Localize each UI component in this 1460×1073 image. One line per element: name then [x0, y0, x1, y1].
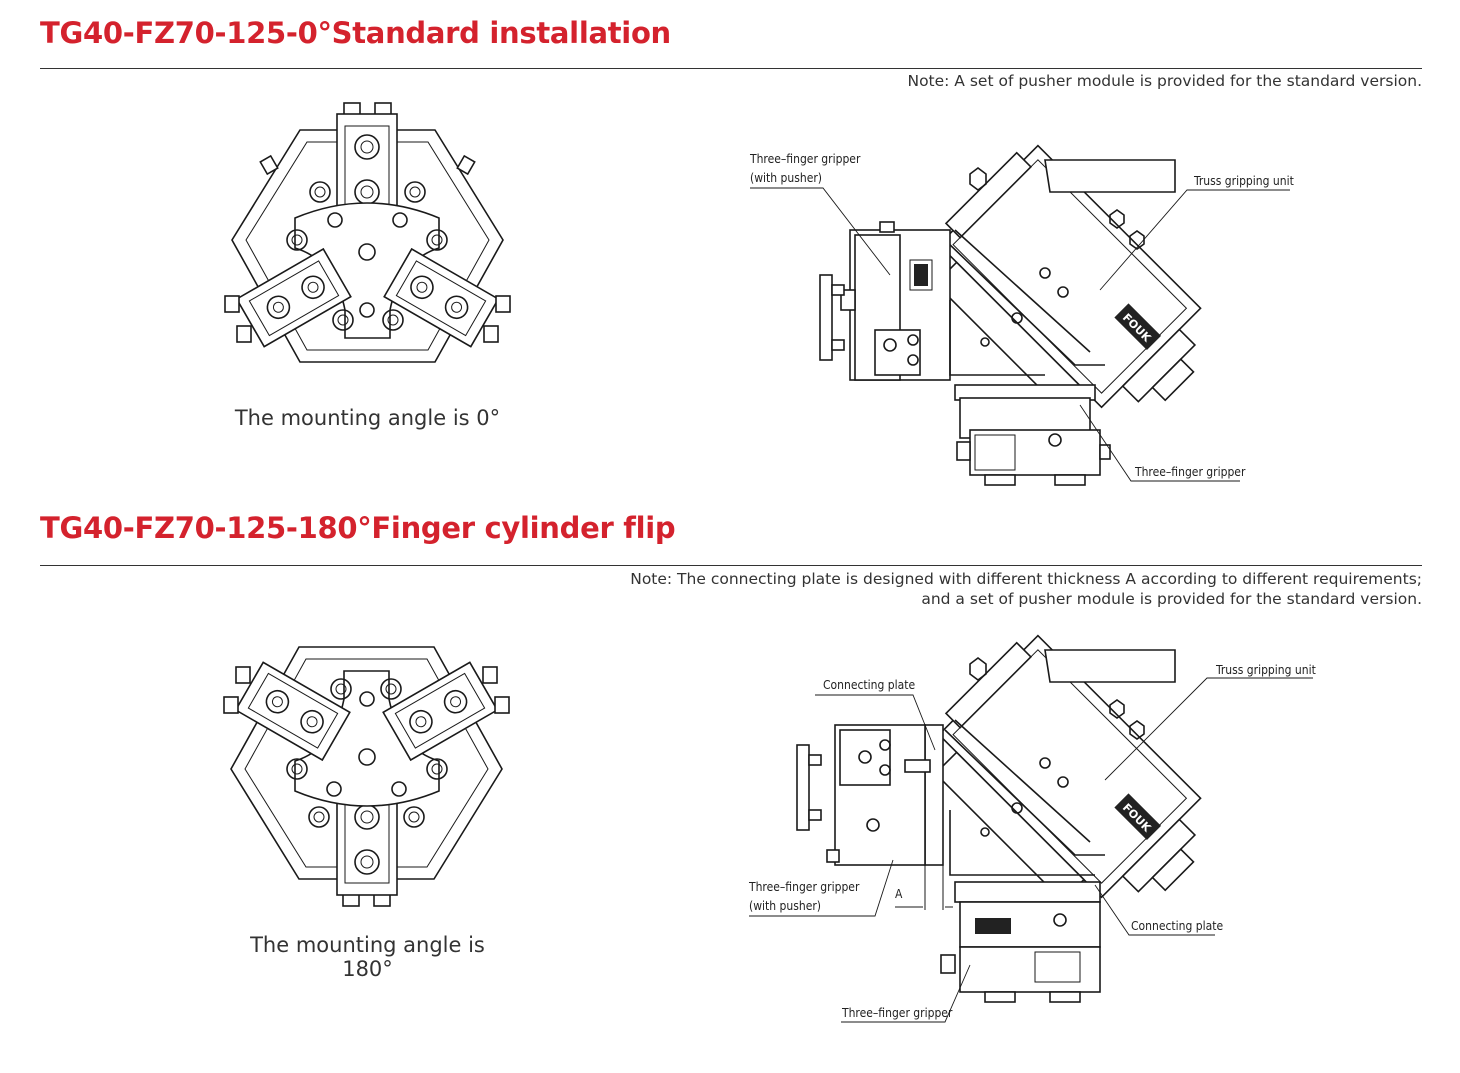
section2-note: Note: The connecting plate is designed w… — [630, 569, 1422, 609]
section1-note: Note: A set of pusher module is provided… — [907, 72, 1422, 90]
s2-label-gripper: Three–finger gripper — [841, 1006, 953, 1020]
section1-divider — [40, 68, 1422, 69]
s2-dimension-a: A — [895, 887, 903, 901]
section1-title: TG40-FZ70-125-0°Standard installation — [40, 16, 671, 50]
truss-unit-side-view-0deg-icon: FOUK Three–finger gripper (with pusher) … — [749, 144, 1294, 486]
s2-label-truss-unit: Truss gripping unit — [1215, 663, 1316, 677]
section2-title: TG40-FZ70-125-180°Finger cylinder flip — [40, 511, 676, 545]
section2-note-line2: and a set of pusher module is provided f… — [921, 590, 1422, 608]
s2-label-connecting-plate-top: Connecting plate — [823, 678, 915, 692]
s1-label-truss-unit: Truss gripping unit — [1193, 174, 1294, 188]
section2-note-line1: Note: The connecting plate is designed w… — [630, 570, 1422, 588]
gripper-top-view-180deg-icon — [223, 646, 510, 907]
section1-caption: The mounting angle is 0° — [234, 406, 501, 430]
section2-divider — [40, 565, 1422, 566]
s2-label-gripper-pusher-1: Three–finger gripper — [748, 880, 860, 894]
s1-label-gripper-pusher-2: (with pusher) — [750, 171, 822, 185]
s2-label-gripper-pusher-2: (with pusher) — [749, 899, 821, 913]
gripper-top-view-0deg-icon — [224, 102, 511, 363]
s2-label-connecting-plate-right: Connecting plate — [1131, 919, 1223, 933]
truss-unit-side-view-180deg-icon: FOUK A Connecting plate Truss gripping u… — [748, 634, 1316, 1023]
section2-caption: The mounting angle is 180° — [250, 933, 485, 981]
s1-label-gripper: Three–finger gripper — [1134, 465, 1246, 479]
s1-label-gripper-pusher-1: Three–finger gripper — [749, 152, 861, 166]
